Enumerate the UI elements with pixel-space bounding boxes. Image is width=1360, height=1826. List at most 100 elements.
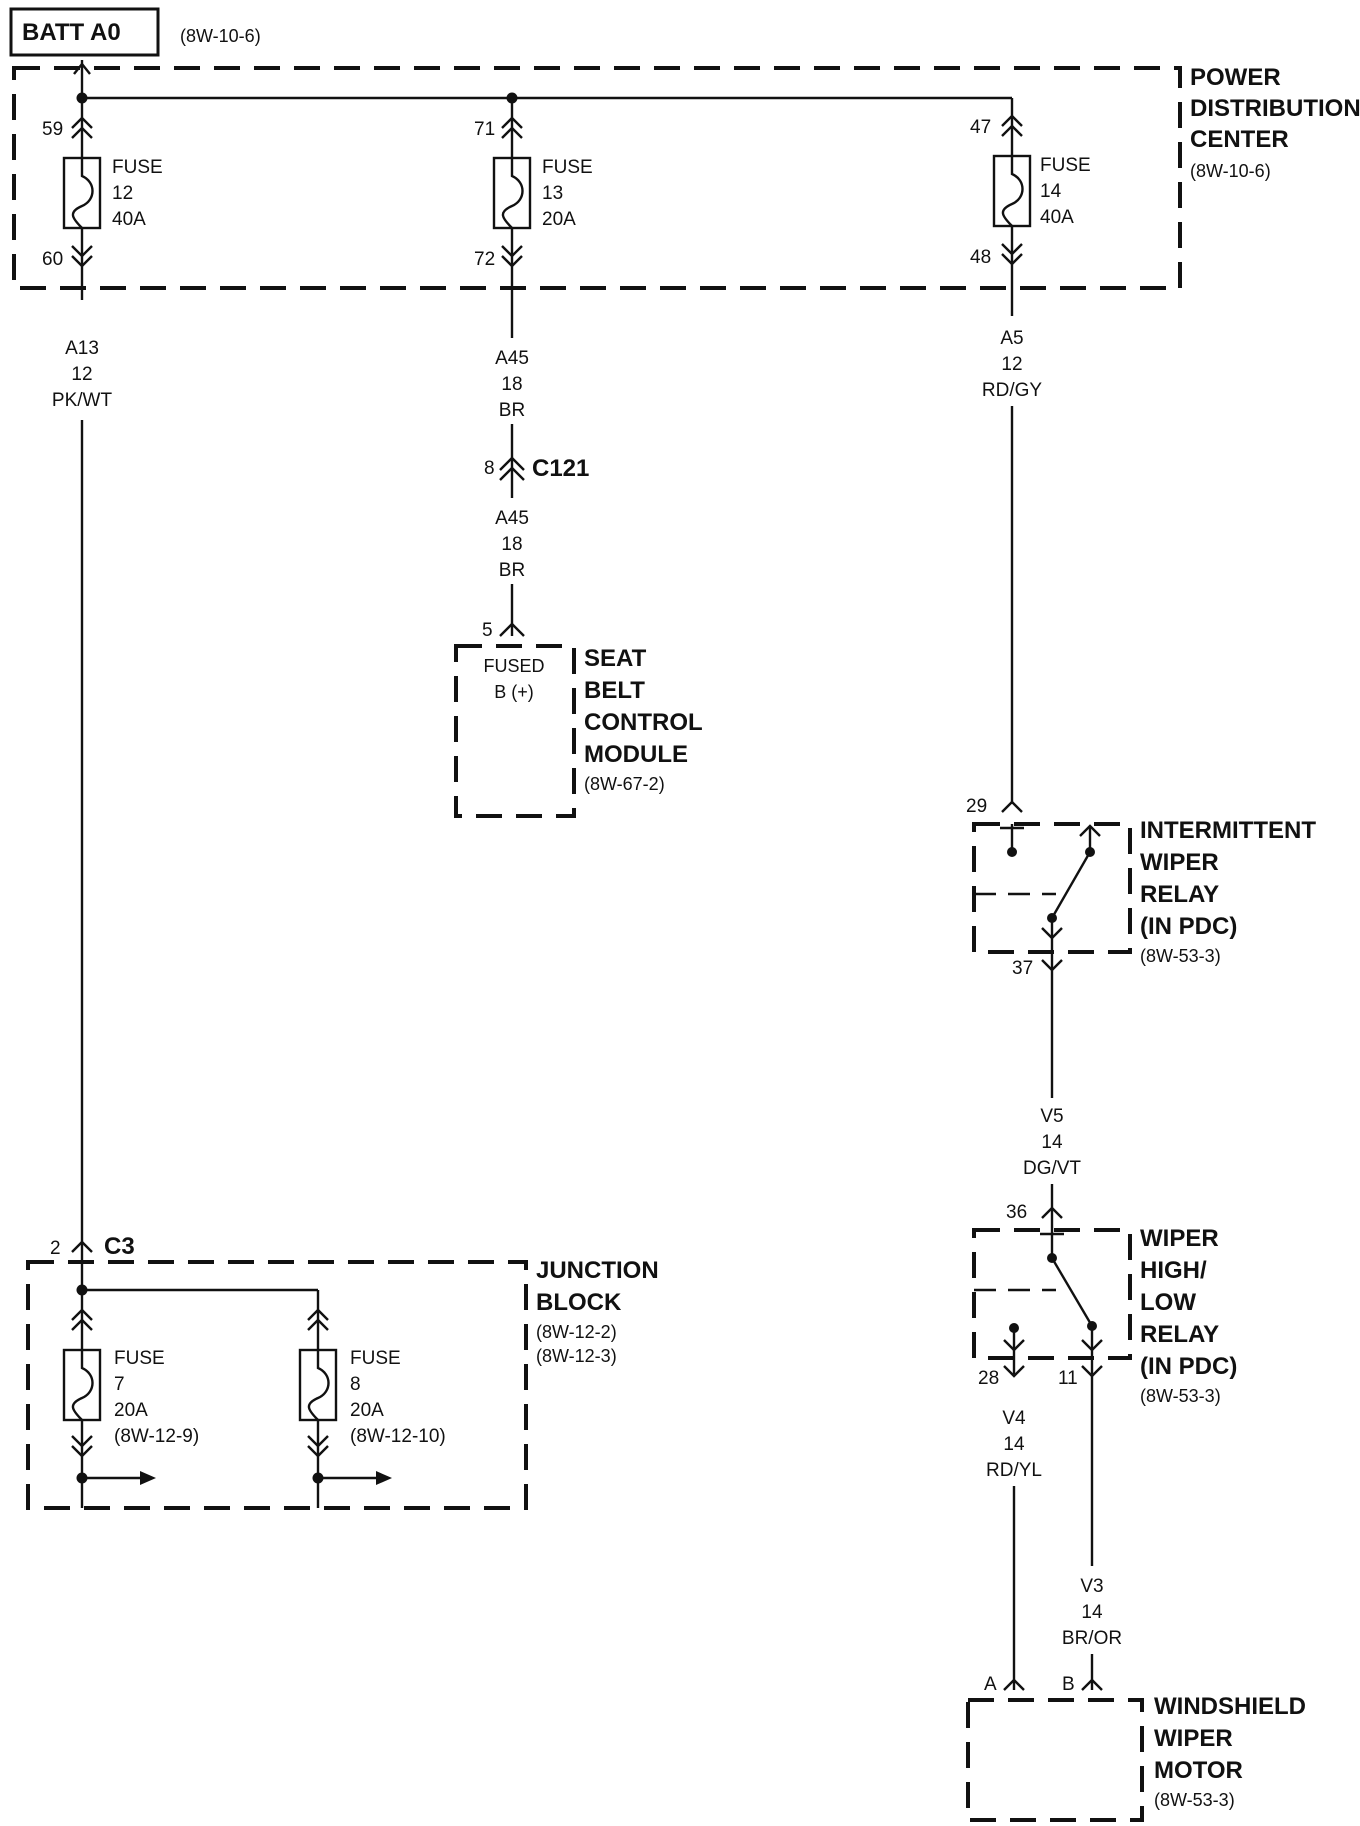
jb-fuse-8 [298,1308,392,1508]
wire-v5-color: DG/VT [1023,1158,1081,1179]
pdc-fuse-12-line-2: 12 [112,183,133,204]
int-relay-title-4: (IN PDC) [1140,913,1237,940]
jb-fuse-7-line-3: 20A [114,1400,148,1421]
wiper-motor-title-1: WINDSHIELD [1154,1693,1306,1720]
junction-block-ref-1: (8W-12-2) [536,1322,617,1342]
int-relay-contact-29-dot [1007,847,1017,857]
wire-v5-gauge: 14 [1041,1132,1063,1153]
battery-ref: (8W-10-6) [180,26,261,46]
pdc-title-line-1: POWER [1190,64,1281,91]
motor-pin-b-connector [1081,1678,1103,1691]
junction-block-title-2: BLOCK [536,1289,622,1316]
pdc-fuse-12 [62,98,102,300]
wire-v4-color: RD/YL [986,1460,1042,1481]
int-relay-outline [972,822,1132,954]
c121-connector-lower [499,466,525,481]
pdc-outline [12,66,1182,290]
wire-a45-lower-color: BR [499,560,525,581]
battery-label: BATT A0 [22,19,121,46]
pdc-fuse-14-line-2: 14 [1040,181,1062,202]
c121-pin: 8 [484,458,495,479]
jb-fuse-7-line-1: FUSE [114,1348,165,1369]
hl-relay-title-5: (IN PDC) [1140,1353,1237,1380]
seat-belt-module-inner-line-2: B (+) [494,682,534,702]
c3-name: C3 [104,1233,135,1260]
wire-a45-upper-circuit: A45 [495,348,529,369]
wire-v4-gauge: 14 [1003,1434,1025,1455]
wire-a45-upper-color: BR [499,400,525,421]
hl-relay-ref: (8W-53-3) [1140,1386,1221,1406]
pdc-fuse-13 [492,98,532,338]
jb-fuse-8-line-4: (8W-12-10) [350,1426,446,1447]
seat-belt-pin: 5 [482,620,493,641]
jb-fuse-8-line-2: 8 [350,1374,361,1395]
pdc-fuse-12-pin-in: 59 [42,119,63,140]
pdc-fuse-13-line-3: 20A [542,209,576,230]
motor-pin-b: B [1062,1674,1075,1695]
int-relay-switch-arm [1050,851,1092,919]
hl-relay-pin-in: 36 [1006,1202,1027,1223]
int-relay-ref: (8W-53-3) [1140,946,1221,966]
hl-relay-title-1: WIPER [1140,1225,1219,1252]
seat-belt-module-title-3: CONTROL [584,709,703,736]
hl-relay-contact-11-arrow [1081,1339,1103,1352]
hl-relay-title-2: HIGH/ [1140,1257,1207,1284]
wiper-motor-title-3: MOTOR [1154,1757,1243,1784]
battery-label-box [9,7,160,57]
pdc-fuse-14-line-1: FUSE [1040,155,1091,176]
wire-a45-lower-circuit: A45 [495,508,529,529]
int-relay-pin-29-connector [1001,800,1023,813]
wire-v4-circuit: V4 [1002,1408,1026,1429]
hl-relay-pin-out-b: 11 [1058,1368,1078,1389]
wire-a5-color: RD/GY [982,380,1043,401]
pdc-title-line-2: DISTRIBUTION [1190,95,1360,122]
seat-belt-module-inner-line-1: FUSED [483,656,544,676]
hl-relay-switch-arm [1050,1257,1094,1327]
seat-belt-module-title-1: SEAT [584,645,647,672]
int-relay-pin-out: 37 [1012,958,1033,979]
batt-feed-arrow [73,62,91,75]
c3-connector [71,1240,93,1253]
c3-pin: 2 [50,1238,61,1259]
pdc-fuse-14-line-3: 40A [1040,207,1074,228]
hl-relay-pin-28-connector [1003,1365,1025,1378]
int-relay-title-1: INTERMITTENT [1140,817,1316,844]
int-relay-pin-in: 29 [966,796,987,817]
pdc-fuse-12-line-3: 40A [112,209,146,230]
jb-fuse-8-line-1: FUSE [350,1348,401,1369]
seat-belt-module-outline [454,644,576,818]
pdc-fuse-12-line-1: FUSE [112,157,163,178]
wire-a45-upper-gauge: 18 [501,374,522,395]
jb-fuse-7-line-4: (8W-12-9) [114,1426,199,1447]
seat-belt-module-title-2: BELT [584,677,645,704]
wire-a45-lower-gauge: 18 [501,534,522,555]
junction-block-outline [26,1260,528,1510]
jb-fuse-7-line-2: 7 [114,1374,125,1395]
wire-v5-circuit: V5 [1040,1106,1063,1127]
pdc-fuse-13-line-2: 13 [542,183,563,204]
wire-v3-color: BR/OR [1062,1628,1122,1649]
pdc-fuse-13-line-1: FUSE [542,157,593,178]
pdc-fuse-14 [992,98,1032,316]
wire-a13-circuit: A13 [65,338,99,359]
pdc-fuse-14-pin-out: 48 [970,247,991,268]
jb-fuse-7 [62,1290,156,1508]
seat-belt-module-title-4: MODULE [584,741,688,768]
motor-pin-a: A [984,1674,997,1695]
int-relay-common-arrow [1041,927,1063,940]
wire-v3-circuit: V3 [1080,1576,1103,1597]
pdc-fuse-13-pin-in: 71 [474,119,495,140]
jb-fuse-8-line-3: 20A [350,1400,384,1421]
pdc-fuse-14-pin-in: 47 [970,117,991,138]
hl-relay-contact-28-arrow [1003,1339,1025,1352]
junction-block-title-1: JUNCTION [536,1257,659,1284]
seat-belt-module-ref: (8W-67-2) [584,774,665,794]
pdc-title-line-3: CENTER [1190,126,1289,153]
c121-connector-upper [499,456,525,471]
wire-a13-gauge: 12 [71,364,92,385]
junction-block-ref-2: (8W-12-3) [536,1346,617,1366]
int-relay-title-2: WIPER [1140,849,1219,876]
wire-a5-circuit: A5 [1000,328,1023,349]
seat-belt-pin-connector [499,622,525,637]
